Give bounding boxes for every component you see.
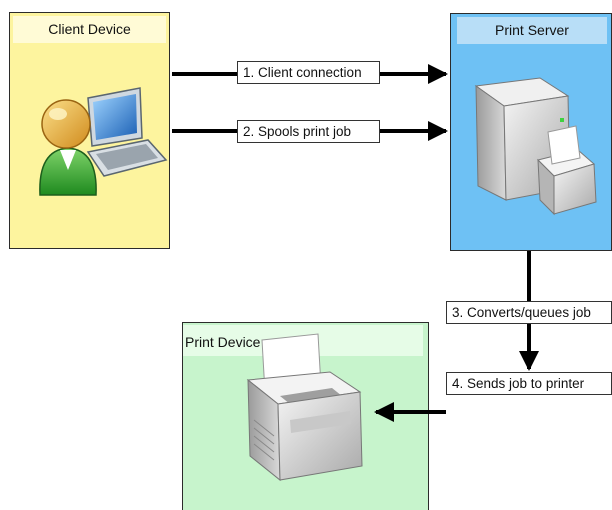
step-1-label: 1. Client connection [237,61,380,84]
user-laptop-icon [39,87,168,196]
step-2-label: 2. Spools print job [237,120,380,143]
printer-icon [246,333,363,482]
print-server-title: Print Server [457,17,607,44]
server-printer-icon [474,77,597,216]
step-4-label: 4. Sends job to printer [446,372,612,395]
step-3-label: 3. Converts/queues job [446,301,612,324]
client-device-box: Client Device [9,12,170,249]
client-device-title: Client Device [13,16,166,43]
